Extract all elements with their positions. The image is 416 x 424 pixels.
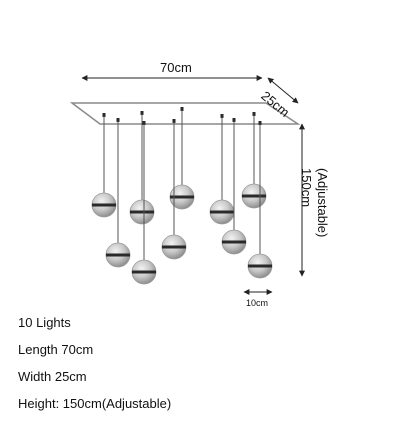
- pendant-band: [162, 245, 186, 249]
- width-label: 70cm: [160, 60, 192, 75]
- depth-dimension-line: [267, 77, 299, 104]
- canopy-plate: [69, 102, 301, 125]
- pendant-cap: [180, 107, 184, 111]
- spec-list: 10 Lights Length 70cm Width 25cm Height:…: [18, 316, 171, 424]
- pendant-cap: [142, 121, 146, 125]
- pendant-band: [210, 210, 234, 214]
- pendant-cap: [102, 113, 106, 117]
- height-adjustable-label: (Adjustable): [315, 168, 330, 238]
- pendant-cap: [140, 111, 144, 115]
- pendant-cap: [258, 121, 262, 125]
- pendant-band: [222, 240, 246, 244]
- pendant-band: [106, 253, 130, 257]
- pendant-cap: [252, 112, 256, 116]
- pendant-band: [248, 264, 272, 268]
- pendant-group: [91, 107, 273, 285]
- height-label: (Adjustable) 150cm: [298, 168, 330, 237]
- spec-length: Length 70cm: [18, 342, 94, 357]
- spec-width: Width 25cm: [18, 369, 87, 384]
- pendant-cap: [220, 114, 224, 118]
- pendant-band: [92, 203, 116, 207]
- pendant-cap: [116, 118, 120, 122]
- pendant-band: [242, 194, 266, 198]
- pendant-band: [130, 210, 154, 214]
- ball-diameter-label: 10cm: [246, 298, 269, 308]
- pendant-band: [132, 270, 156, 274]
- spec-light-count: 10 Lights: [18, 315, 71, 330]
- pendant-cap: [232, 118, 236, 122]
- pendant-band: [170, 195, 194, 199]
- spec-height: Height: 150cm(Adjustable): [18, 396, 172, 411]
- height-value-label: 150cm: [299, 168, 314, 208]
- pendant-cap: [172, 119, 176, 123]
